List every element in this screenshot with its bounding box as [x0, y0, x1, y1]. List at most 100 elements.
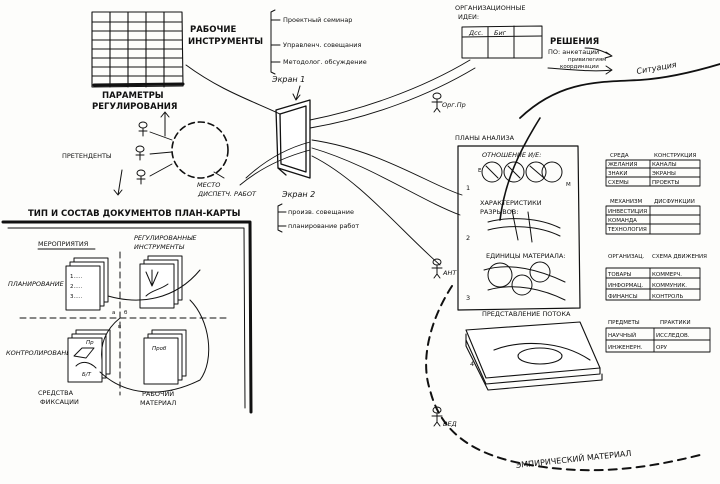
analysis-title: ПЛАНЫ АНАЛИЗА — [455, 134, 515, 142]
dispatch-circle — [171, 121, 229, 179]
doc-pr: Пр — [86, 340, 94, 346]
plan-list-1: 1..... — [70, 274, 82, 280]
letter-a: а — [112, 310, 115, 316]
table-4 — [605, 327, 711, 353]
org-ideas-table — [461, 25, 543, 59]
doc-prob: Проб — [152, 346, 167, 352]
t3-r3c2: КОНТРОЛЬ — [652, 294, 684, 300]
rel-label: ОТНОШЕНИЕ И/Е: — [482, 151, 541, 159]
t3-head-1: ОРГАНИЗАЦ. — [608, 254, 645, 260]
tools-title-1: РАБОЧИЕ — [190, 25, 236, 35]
letter-v: в — [118, 324, 121, 330]
pretender-arrows — [149, 131, 173, 177]
org-ideas-cell-2: Биг — [494, 29, 507, 37]
decisions-title: РЕШЕНИЯ — [550, 37, 599, 47]
decisions-arrow-2 — [584, 47, 613, 59]
screen2-label: Экран 2 — [281, 190, 315, 199]
analysis-frame — [457, 145, 581, 311]
org-pr-figure — [431, 92, 443, 113]
empirical-dashed-curve — [425, 285, 701, 472]
decisions-arrow — [547, 65, 613, 75]
t2-row-3: ТЕХНОЛОГИЯ — [607, 227, 647, 233]
ved-figure — [431, 406, 443, 427]
org-ideas-title-2: ИДЕИ: — [458, 13, 479, 21]
t2-head-2: ДИСФУНКЦИИ — [654, 199, 695, 205]
work-material-doc — [143, 329, 187, 385]
t2-row-2: КОМАНДА — [608, 218, 637, 224]
analysis-num-3: 3 — [466, 294, 470, 302]
tools-to-screen-line — [185, 64, 281, 115]
t1-r3c1: СХЕМЫ — [608, 180, 629, 186]
t1-head-1: СРЕДА — [610, 153, 629, 159]
rel-mark-m: М — [566, 182, 571, 188]
tools-item-method: Методолог. обсуждение — [283, 58, 367, 66]
ant-label: АНТ — [442, 269, 457, 277]
tools-brace — [270, 9, 281, 75]
decisions-line-3: координации — [560, 64, 599, 70]
control-label: КОНТРОЛИРОВАНИЕ — [6, 349, 76, 357]
table-3 — [605, 267, 701, 301]
screen1-arrow — [292, 85, 301, 101]
screen2-item-2: планирование работ — [288, 222, 359, 230]
gaps-sketch — [487, 209, 561, 243]
situation-curve — [519, 63, 720, 119]
fix-means-1: СРЕДСТВА — [38, 389, 74, 397]
letter-b: б — [124, 310, 128, 316]
gaps-label-1: ХАРАКТЕРИСТИКИ — [480, 199, 542, 207]
screen1-panel — [275, 99, 311, 179]
t3-r2c1: ИНФОРМАЦ. — [608, 283, 643, 289]
decisions-line-1: ПО: анкетации — [548, 48, 599, 56]
org-pr-label: Орг.Пр — [442, 101, 466, 109]
t2-row-1: ИНВЕСТИЦИЯ — [608, 209, 647, 215]
t3-r1c2: КОММЕРЧ. — [652, 272, 682, 278]
org-ideas-cell-1: Дсс. — [468, 29, 483, 37]
fix-means-2: ФИКСАЦИИ — [40, 398, 79, 406]
tools-grid — [91, 11, 185, 88]
screen1-label: Экран 1 — [271, 75, 305, 84]
t1-r2c2: ЭКРАНЫ — [652, 171, 676, 177]
plan-map-arrows — [99, 269, 210, 393]
plan-map-title: ТИП И СОСТАВ ДОКУМЕНТОВ ПЛАН-КАРТЫ — [28, 209, 241, 219]
gaps-label-2: РАЗРЫВОВ: — [480, 208, 518, 216]
flow-stack — [465, 321, 603, 391]
table-2 — [605, 205, 701, 235]
reg-tools-doc — [139, 255, 183, 309]
t4-head-1: ПРЕДМЕТЫ — [608, 320, 640, 326]
analysis-num-1: 1 — [466, 184, 470, 192]
screen2-brace — [277, 203, 287, 233]
t1-r2c1: ЗНАКИ — [608, 171, 627, 177]
screen2-item-1: произв. совещание — [288, 208, 354, 216]
pretenders-figures — [135, 121, 148, 185]
t3-r2c2: КОММУНИК. — [652, 283, 687, 289]
reg-tools-1: РЕГУЛИРОВАННЫЕ — [134, 234, 197, 242]
work-material-1: РАБОЧИЙ — [142, 389, 174, 398]
params-label-1: ПАРАМЕТРЫ — [102, 91, 164, 101]
t3-r3c1: ФИНАНСЫ — [608, 294, 638, 300]
t4-r2c2: ОРУ — [656, 345, 668, 351]
pretenders-down-arrow — [113, 169, 123, 196]
analysis-to-ant-curve — [499, 117, 541, 221]
units-sketch — [483, 261, 566, 301]
plan-list-3: 3..... — [70, 294, 82, 300]
ved-label: ВЕД — [443, 420, 457, 428]
tools-item-seminar: Проектный семинар — [283, 16, 352, 24]
tools-item-meetings: Управленч. совещания — [283, 41, 361, 49]
t4-r1c2: ИССЛЕДОВ. — [656, 333, 690, 339]
doc-bf: Б/Т — [82, 372, 92, 378]
flow-num: 4 — [470, 360, 474, 368]
t1-head-2: КОНСТРУКЦИЯ — [654, 153, 697, 159]
screen-fan-lines — [239, 59, 476, 266]
t1-r1c1: ЖЕЛАНИЯ — [608, 162, 638, 168]
plan-map-inner — [7, 227, 246, 409]
pretenders-label: ПРЕТЕНДЕНТЫ — [62, 152, 112, 160]
units-label: ЕДИНИЦЫ МАТЕРИАЛА: — [486, 252, 566, 260]
table-1 — [605, 159, 701, 187]
situation-label: Ситуация — [636, 60, 678, 76]
t2-head-1: МЕХАНИЗМ — [610, 199, 643, 205]
empirical-label: ЭМПИРИЧЕСКИЙ МАТЕРИАЛ — [515, 447, 632, 470]
dispatch-mark — [213, 171, 225, 179]
dispatch-label-1: МЕСТО — [197, 181, 220, 189]
org-ideas-title-1: ОРГАНИЗАЦИОННЫЕ — [455, 4, 525, 12]
